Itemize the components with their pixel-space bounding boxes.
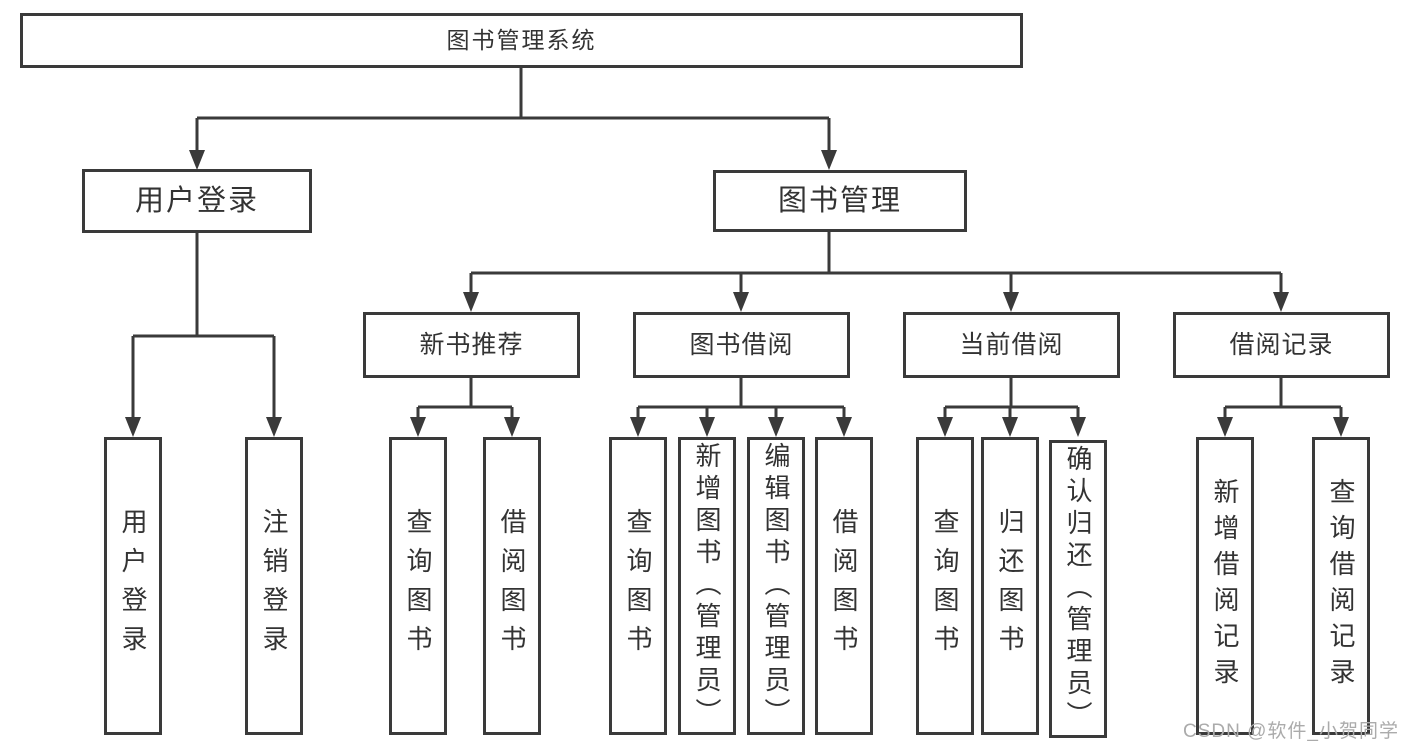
leaf-borrow-books-2: 借阅图书 (815, 437, 873, 735)
arrow-down-icon (836, 417, 852, 437)
arrow-down-icon (733, 292, 749, 312)
leaf-add-books-admin: 新增图书（管理员） (678, 437, 736, 735)
leaf-confirm-return-admin: 确认归还（管理员） (1049, 440, 1107, 738)
leaf-query-books-2: 查询图书 (609, 437, 667, 735)
connector-book-borrow-children (630, 378, 852, 437)
leaf-edit-books-admin: 编辑图书（管理员） (747, 437, 805, 735)
node-library-system: 图书管理系统 (20, 13, 1023, 68)
arrow-down-icon (1003, 292, 1019, 312)
connector-current-borrow-children (937, 378, 1086, 437)
node-current-borrowing: 当前借阅 (903, 312, 1120, 378)
leaf-user-login: 用户登录 (104, 437, 162, 735)
leaf-return-books: 归还图书 (981, 437, 1039, 735)
connector-borrow-records-children (1217, 378, 1349, 437)
arrow-down-icon (1217, 417, 1233, 437)
arrow-down-icon (1333, 417, 1349, 437)
csdn-watermark: CSDN @软件_小贺同学 (1183, 721, 1399, 742)
connector-book-mgmt-children (463, 232, 1289, 312)
leaf-borrow-books-1: 借阅图书 (483, 437, 541, 735)
arrow-down-icon (699, 417, 715, 437)
connector-new-books-children (410, 378, 520, 437)
leaf-query-borrow-record: 查询借阅记录 (1312, 437, 1370, 735)
arrow-down-icon (125, 417, 141, 437)
arrow-down-icon (1002, 417, 1018, 437)
leaf-query-books-1: 查询图书 (389, 437, 447, 735)
arrow-down-icon (821, 150, 837, 170)
leaf-query-books-3: 查询图书 (916, 437, 974, 735)
arrow-down-icon (504, 417, 520, 437)
connector-user-login-children (125, 233, 282, 437)
connector-root-children (189, 68, 837, 170)
leaf-logout: 注销登录 (245, 437, 303, 735)
node-book-management: 图书管理 (713, 170, 967, 232)
arrow-down-icon (189, 150, 205, 170)
arrow-down-icon (266, 417, 282, 437)
leaf-add-borrow-record: 新增借阅记录 (1196, 437, 1254, 735)
arrow-down-icon (1273, 292, 1289, 312)
arrow-down-icon (1070, 417, 1086, 437)
arrow-down-icon (768, 417, 784, 437)
arrow-down-icon (937, 417, 953, 437)
node-book-borrowing: 图书借阅 (633, 312, 850, 378)
node-borrowing-records: 借阅记录 (1173, 312, 1390, 378)
arrow-down-icon (410, 417, 426, 437)
arrow-down-icon (630, 417, 646, 437)
node-user-login: 用户登录 (82, 169, 312, 233)
arrow-down-icon (463, 292, 479, 312)
node-new-book-recommend: 新书推荐 (363, 312, 580, 378)
